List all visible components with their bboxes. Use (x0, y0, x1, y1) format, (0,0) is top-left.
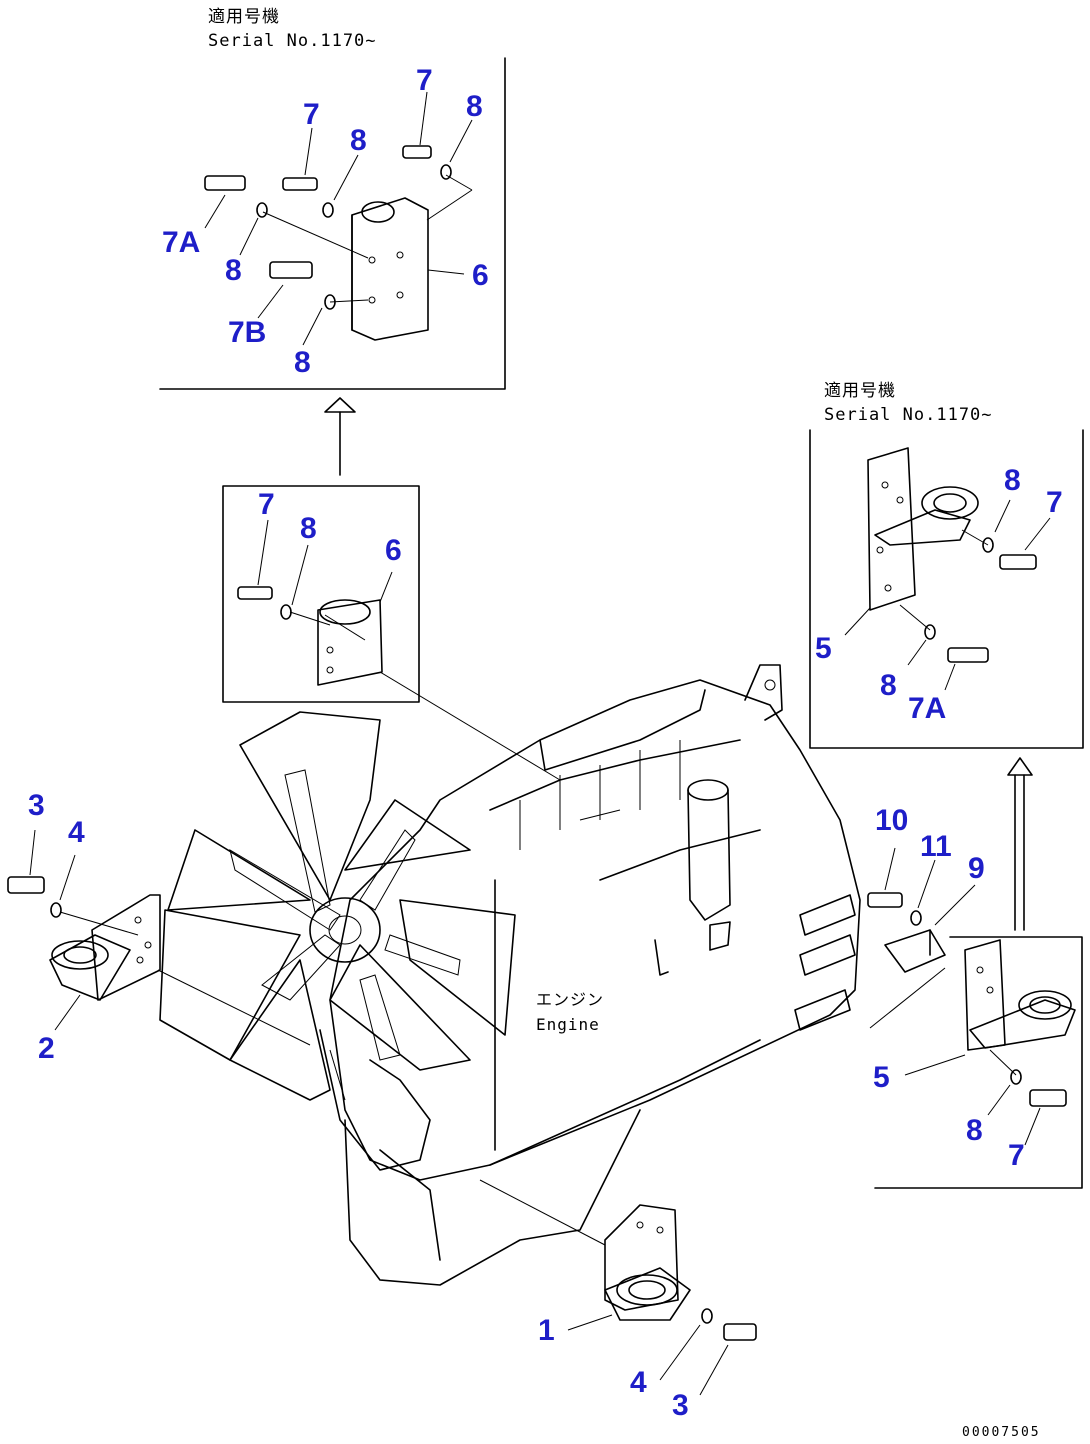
bolt-7b-top (269, 261, 336, 310)
engine-label-en: Engine (536, 1015, 600, 1034)
callout-3: 3 (28, 789, 45, 822)
detail-box-top: 適用号機 Serial No.1170~ (159, 7, 506, 390)
bracket-5-lower (964, 939, 1076, 1051)
callout-7a: 7A (908, 692, 946, 725)
callout-8: 8 (300, 512, 317, 545)
callout-7: 7 (1008, 1139, 1025, 1172)
detail-box-bottom-right (874, 936, 1083, 1189)
callout-labels: 7 8 7 8 7A 8 6 7B 8 7 8 6 8 7 5 8 7A 3 4… (28, 64, 1063, 1422)
callout-8: 8 (294, 346, 311, 379)
callout-7: 7 (258, 488, 275, 521)
bolt-7-middle (237, 586, 273, 600)
engine-body: エンジン Engine (329, 664, 861, 1286)
callout-4: 4 (68, 816, 85, 849)
callout-5: 5 (815, 632, 832, 665)
bolt-7-top-b (282, 177, 334, 218)
callout-7b: 7B (228, 316, 266, 349)
callout-11: 11 (920, 830, 952, 863)
washer-4-left (50, 902, 62, 918)
callout-8: 8 (225, 254, 242, 287)
callout-8: 8 (966, 1114, 983, 1147)
washer-11 (910, 910, 922, 926)
callout-7a: 7A (162, 226, 200, 259)
callout-8: 8 (466, 90, 483, 123)
washer-8-middle (280, 604, 292, 620)
drawing-code: 00007505 (962, 1425, 1041, 1440)
callout-10: 10 (875, 804, 908, 837)
bolt-7-right (982, 537, 1037, 570)
callout-4: 4 (630, 1366, 647, 1399)
bracket-1-bottom (604, 1204, 691, 1321)
callout-7: 7 (416, 64, 433, 97)
callout-8: 8 (1004, 464, 1021, 497)
detail-box-middle (222, 485, 420, 703)
bolt-3-bottom (723, 1323, 757, 1341)
bracket-5-right (867, 447, 979, 611)
washer-4-bottom (701, 1308, 713, 1324)
bolt-7a-top (204, 175, 268, 218)
cooling-fan (159, 711, 516, 1171)
plate-9 (884, 929, 946, 973)
bolt-7-lower (1010, 1069, 1067, 1107)
arrow-to-right-box (1007, 757, 1033, 931)
arrow-to-top-box (324, 397, 356, 476)
bolt-10 (867, 892, 903, 908)
right-serial-note: Serial No.1170~ (824, 405, 993, 425)
callout-9: 9 (968, 852, 985, 885)
bolt-7a-right (924, 624, 989, 663)
callout-7: 7 (303, 98, 320, 131)
callout-7: 7 (1046, 486, 1063, 519)
right-applicable-note: 適用号機 (824, 381, 896, 401)
bolt-7-top-a (402, 145, 452, 180)
callout-1: 1 (538, 1314, 555, 1347)
bolt-3-left (7, 876, 45, 894)
callout-6: 6 (472, 259, 489, 292)
bracket-6-top (351, 197, 429, 341)
callout-6: 6 (385, 534, 402, 567)
callout-2: 2 (38, 1032, 55, 1065)
top-serial-note: Serial No.1170~ (208, 31, 377, 51)
callout-8: 8 (350, 124, 367, 157)
callout-8: 8 (880, 669, 897, 702)
bracket-6-middle (317, 599, 383, 686)
callout-5: 5 (873, 1061, 890, 1094)
engine-label-jp: エンジン (536, 990, 604, 1009)
callout-3: 3 (672, 1389, 689, 1422)
bracket-2-left (49, 894, 161, 1001)
top-applicable-note: 適用号機 (208, 7, 280, 27)
detail-box-right: 適用号機 Serial No.1170~ (809, 381, 1084, 749)
